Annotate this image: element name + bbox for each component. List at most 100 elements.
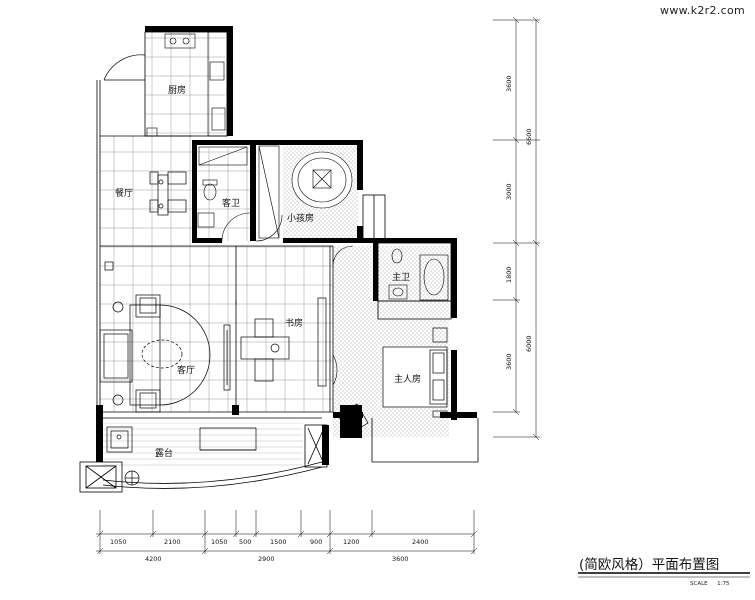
toilet-icon xyxy=(203,183,217,201)
label-master-bedroom: 主人房 xyxy=(394,373,421,385)
watermark: www.k2r2.com xyxy=(660,4,745,17)
kitchen-floor xyxy=(145,32,225,136)
kitchen-fixtures xyxy=(146,31,228,137)
dining-chair-icon xyxy=(149,171,159,185)
guest-bath-floor xyxy=(197,148,252,241)
wall-master-bath-left xyxy=(373,243,378,301)
dim-right-outer-2: 6000 xyxy=(525,335,533,352)
label-kitchen: 厨房 xyxy=(168,84,186,96)
wall-kitchen-top xyxy=(145,26,233,32)
master-toilet-icon xyxy=(391,248,403,264)
outline-terrace-planter xyxy=(79,461,123,493)
side-table-icon xyxy=(112,301,124,313)
dim-bottom-row1-8: 2400 xyxy=(412,538,429,546)
sofa-icon xyxy=(99,329,133,383)
bathtub-icon xyxy=(419,254,449,301)
kitchen-entry-door xyxy=(103,54,146,81)
desk-chair-icon xyxy=(254,318,274,338)
study-furniture xyxy=(235,297,327,387)
dim-bottom-row1-2: 2100 xyxy=(164,538,181,546)
armchair-top-icon xyxy=(135,294,161,318)
dim-bottom-row1-1: 1050 xyxy=(110,538,127,546)
doors xyxy=(221,212,354,386)
guest-bath-door xyxy=(221,212,251,242)
dim-bottom-row2-2: 2900 xyxy=(258,555,275,563)
dim-bottom-row1-5: 1500 xyxy=(270,538,287,546)
scale-value: 1:75 xyxy=(717,581,730,587)
scale-label: SCALE xyxy=(690,581,708,587)
dim-right-inner-2: 3000 xyxy=(505,183,513,200)
dim-right-inner-3: 1800 xyxy=(505,266,513,283)
dim-bottom-row1-6: 900 xyxy=(310,538,322,546)
kids-room-fixtures xyxy=(258,145,353,239)
outline-terrace-box-right xyxy=(304,424,328,468)
wall-master-bottom xyxy=(440,412,477,418)
wall-living-bottom-left xyxy=(96,405,103,420)
double-bed-icon xyxy=(382,346,448,408)
outline-terrace-curve xyxy=(102,461,323,484)
dim-right-outer-1: 6600 xyxy=(525,128,533,145)
guest-bath-fixtures xyxy=(197,146,248,228)
shower-icon xyxy=(198,146,248,166)
nightstand-icon xyxy=(432,327,448,343)
dim-bottom-row2-1: 4200 xyxy=(145,555,162,563)
round-rug xyxy=(159,304,211,406)
wall-master-right-upper xyxy=(451,238,457,318)
master-door-2 xyxy=(332,354,338,386)
wall-terrace-left xyxy=(96,420,103,462)
right-dimension-lines xyxy=(493,16,540,441)
wall-guest-kids-divider xyxy=(250,145,256,241)
dim-right-inner-1: 3600 xyxy=(505,75,513,92)
living-floor xyxy=(100,246,333,412)
dim-bottom-row1-4: 500 xyxy=(239,538,251,546)
label-dining: 餐厅 xyxy=(115,187,133,199)
scale-note: SCALE 1:75 xyxy=(690,581,730,587)
kids-bed-icon xyxy=(291,151,353,209)
wall-guest-bath-left xyxy=(192,140,197,241)
room-labels: 厨房 餐厅 客卫 小孩房 主卫 书房 客厅 主人房 露台 xyxy=(115,84,421,459)
wall-guest-bath-bottom xyxy=(192,238,222,243)
stove-icon xyxy=(164,33,196,49)
terrace-furniture xyxy=(106,426,257,486)
wall-master-bath-top xyxy=(357,238,456,243)
wall-kids-right xyxy=(357,140,363,190)
armchair-bottom-icon xyxy=(135,389,161,413)
wall-kids-bottom xyxy=(283,238,363,243)
right-dimension-texts: 3600 3000 1800 3600 6600 6000 xyxy=(505,75,533,370)
terrace-cabinet-icon xyxy=(106,426,133,453)
bottom-dimension-texts: 1050 2100 1050 500 1500 900 1200 2400 42… xyxy=(110,538,429,563)
dim-bottom-row1-7: 1200 xyxy=(343,538,360,546)
master-bedroom-fixtures xyxy=(337,327,448,435)
living-room-furniture xyxy=(99,261,231,413)
dim-bottom-row2-3: 3600 xyxy=(392,555,409,563)
master-bath-fixtures xyxy=(388,248,449,301)
sink-icon xyxy=(209,61,225,81)
drawing-title: (简欧风格）平面布置图 xyxy=(579,557,720,573)
wall-living-bottom-mid xyxy=(232,405,239,415)
walls xyxy=(96,26,477,465)
coffee-table-icon xyxy=(141,339,183,369)
label-study: 书房 xyxy=(285,317,303,329)
plant-icon xyxy=(104,261,114,271)
label-master-bath: 主卫 xyxy=(392,271,410,283)
outline-master-closet xyxy=(377,300,452,320)
master-basin-icon xyxy=(388,284,408,300)
label-living: 客厅 xyxy=(177,364,195,376)
label-terrace: 露台 xyxy=(155,447,173,459)
label-kids-room: 小孩房 xyxy=(287,212,314,224)
bottom-dimension-lines xyxy=(96,510,478,555)
wall-terrace-right xyxy=(322,425,329,465)
outlines xyxy=(79,31,479,493)
kitchen-counter xyxy=(207,31,228,137)
bookshelf-icon xyxy=(317,297,327,387)
wall-kitchen-right xyxy=(227,26,233,136)
kids-room-door xyxy=(255,214,283,242)
dim-right-inner-4: 3600 xyxy=(505,353,513,370)
wall-kids-right-lower xyxy=(357,226,363,243)
label-guest-bath: 客卫 xyxy=(222,197,240,209)
basin-icon xyxy=(197,212,215,228)
wardrobe-icon xyxy=(258,145,280,239)
dining-living-floor xyxy=(100,136,193,246)
wall-master-right-lower xyxy=(451,350,457,420)
